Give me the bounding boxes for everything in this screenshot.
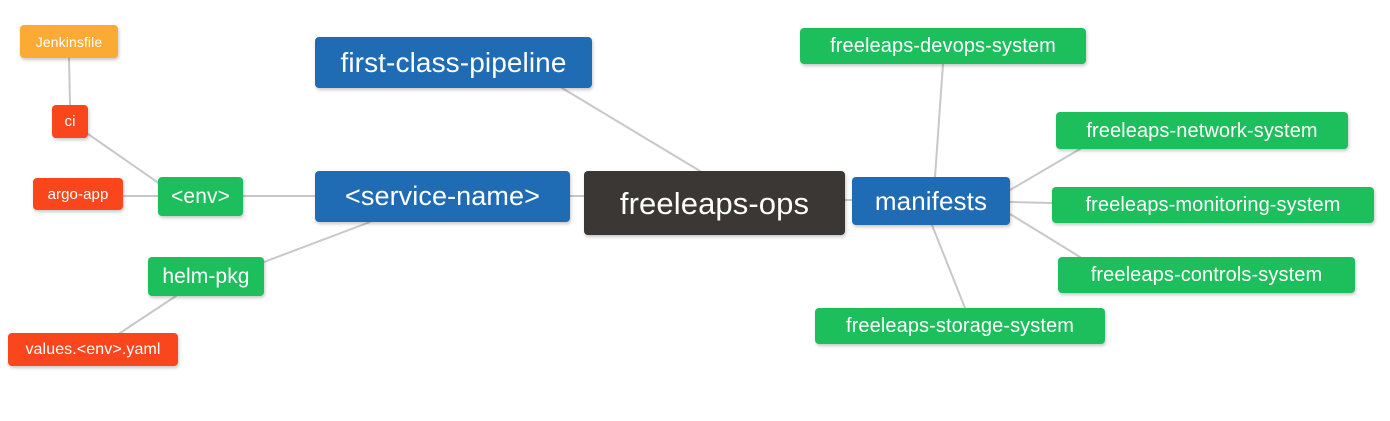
node-argo-app[interactable]: argo-app bbox=[33, 178, 123, 210]
node-first-class-pipeline[interactable]: first-class-pipeline bbox=[315, 37, 592, 88]
edge-ci-to-env bbox=[87, 133, 161, 185]
edge-manifests-to-network-system bbox=[1009, 148, 1081, 191]
node-env[interactable]: <env> bbox=[158, 177, 243, 216]
node-freeleaps-ops[interactable]: freeleaps-ops bbox=[584, 171, 845, 235]
node-controls-system[interactable]: freeleaps-controls-system bbox=[1058, 257, 1355, 293]
edge-values-yaml-to-helm-pkg bbox=[119, 295, 177, 334]
edge-helm-pkg-to-service-name bbox=[263, 221, 371, 263]
node-manifests[interactable]: manifests bbox=[852, 177, 1010, 225]
node-devops-system[interactable]: freeleaps-devops-system bbox=[800, 28, 1086, 64]
node-storage-system[interactable]: freeleaps-storage-system bbox=[815, 308, 1105, 344]
node-values-yaml[interactable]: values.<env>.yaml bbox=[8, 333, 178, 366]
node-ci[interactable]: ci bbox=[52, 105, 88, 138]
node-helm-pkg[interactable]: helm-pkg bbox=[148, 257, 264, 296]
edge-manifests-to-devops-system bbox=[934, 63, 944, 178]
edge-manifests-to-monitoring-system bbox=[1009, 201, 1053, 204]
edge-manifests-to-storage-system bbox=[931, 224, 966, 309]
node-jenkinsfile[interactable]: Jenkinsfile bbox=[20, 25, 118, 58]
node-service-name[interactable]: <service-name> bbox=[315, 171, 570, 222]
edge-first-class-pipeline-to-freeleaps-ops bbox=[561, 87, 701, 172]
node-monitoring-system[interactable]: freeleaps-monitoring-system bbox=[1052, 187, 1374, 223]
node-network-system[interactable]: freeleaps-network-system bbox=[1056, 112, 1348, 149]
edge-jenkinsfile-to-ci bbox=[68, 57, 71, 106]
